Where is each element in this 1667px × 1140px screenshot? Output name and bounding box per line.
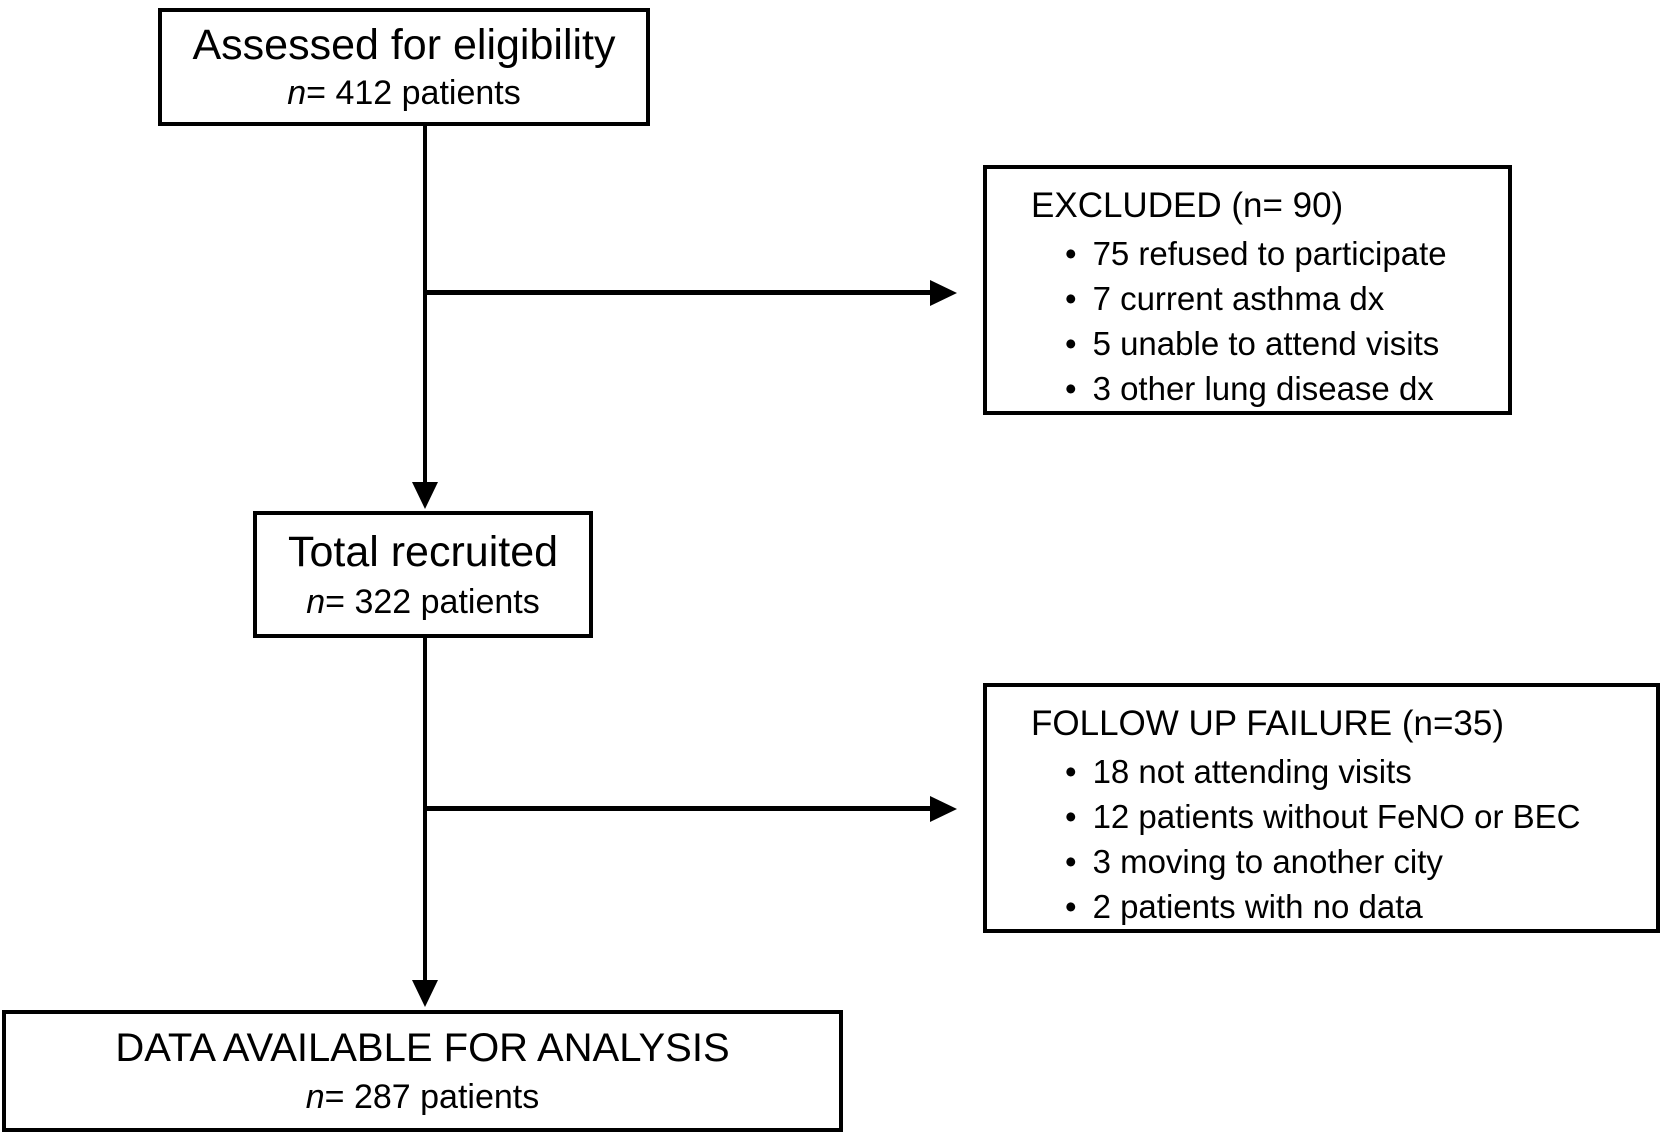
followup-reason-item: • 3 moving to another city xyxy=(1065,839,1646,884)
excluded-reason-text: 3 other lung disease dx xyxy=(1092,370,1434,407)
excluded-reasons-list: • 75 refused to participate • 7 current as… xyxy=(1031,231,1498,411)
arrow-down-head-icon xyxy=(412,482,438,509)
followup-reason-text: 12 patients without FeNO or BEC xyxy=(1092,798,1581,835)
bullet-dot-icon: • xyxy=(1065,325,1077,362)
box-excluded: EXCLUDED (n= 90) • 75 refused to particip… xyxy=(983,165,1512,415)
bullet-dot-icon: • xyxy=(1065,370,1077,407)
arrow-down-head-icon xyxy=(412,980,438,1007)
excluded-reason-text: 5 unable to attend visits xyxy=(1092,325,1440,362)
recruited-n-value: = 322 patients xyxy=(325,582,540,621)
bullet-dot-icon: • xyxy=(1065,280,1077,317)
assessed-title: Assessed for eligibility xyxy=(192,21,616,69)
excluded-reason-text: 75 refused to participate xyxy=(1092,235,1447,272)
analysis-count: n= 287 patients xyxy=(306,1074,539,1120)
excluded-reason-item: • 7 current asthma dx xyxy=(1065,276,1498,321)
box-total-recruited: Total recruited n= 322 patients xyxy=(253,511,593,638)
excluded-reason-item: • 3 other lung disease dx xyxy=(1065,366,1498,411)
box-assessed-for-eligibility: Assessed for eligibility n= 412 patients xyxy=(158,8,650,126)
followup-reason-text: 2 patients with no data xyxy=(1092,888,1423,925)
recruited-title: Total recruited xyxy=(287,527,559,576)
recruited-count: n= 322 patients xyxy=(306,579,539,625)
bullet-dot-icon: • xyxy=(1065,843,1077,880)
arrow-right-head-icon xyxy=(930,796,957,822)
analysis-title: DATA AVAILABLE FOR ANALYSIS xyxy=(115,1026,730,1070)
followup-reason-item: • 18 not attending visits xyxy=(1065,749,1646,794)
assessed-n-value: = 412 patients xyxy=(306,74,521,112)
arrow-right-head-icon xyxy=(930,280,957,306)
arrow-assessed-to-recruited-line xyxy=(423,126,427,484)
followup-title: FOLLOW UP FAILURE (n=35) xyxy=(1031,704,1504,743)
followup-reason-text: 18 not attending visits xyxy=(1092,753,1412,790)
box-data-available-for-analysis: DATA AVAILABLE FOR ANALYSIS n= 287 patie… xyxy=(2,1010,843,1132)
bullet-dot-icon: • xyxy=(1065,753,1077,790)
excluded-reason-item: • 75 refused to participate xyxy=(1065,231,1498,276)
excluded-reason-item: • 5 unable to attend visits xyxy=(1065,321,1498,366)
excluded-reason-text: 7 current asthma dx xyxy=(1092,280,1385,317)
assessed-n-symbol: n xyxy=(287,74,307,112)
box-follow-up-failure: FOLLOW UP FAILURE (n=35) • 18 not attendi… xyxy=(983,683,1660,933)
arrow-branch-to-followup-line xyxy=(425,806,931,811)
followup-reason-item: • 2 patients with no data xyxy=(1065,884,1646,929)
recruited-n-symbol: n xyxy=(306,582,326,621)
followup-reasons-list: • 18 not attending visits • 12 patients wi… xyxy=(1031,749,1646,929)
followup-reason-item: • 12 patients without FeNO or BEC xyxy=(1065,794,1646,839)
analysis-n-value: = 287 patients xyxy=(324,1078,540,1116)
excluded-title: EXCLUDED (n= 90) xyxy=(1031,186,1344,225)
assessed-count: n= 412 patients xyxy=(287,71,520,115)
bullet-dot-icon: • xyxy=(1065,888,1077,925)
bullet-dot-icon: • xyxy=(1065,798,1077,835)
followup-reason-text: 3 moving to another city xyxy=(1092,843,1443,880)
analysis-n-symbol: n xyxy=(305,1078,325,1116)
bullet-dot-icon: • xyxy=(1065,235,1077,272)
arrow-branch-to-excluded-line xyxy=(425,290,931,295)
